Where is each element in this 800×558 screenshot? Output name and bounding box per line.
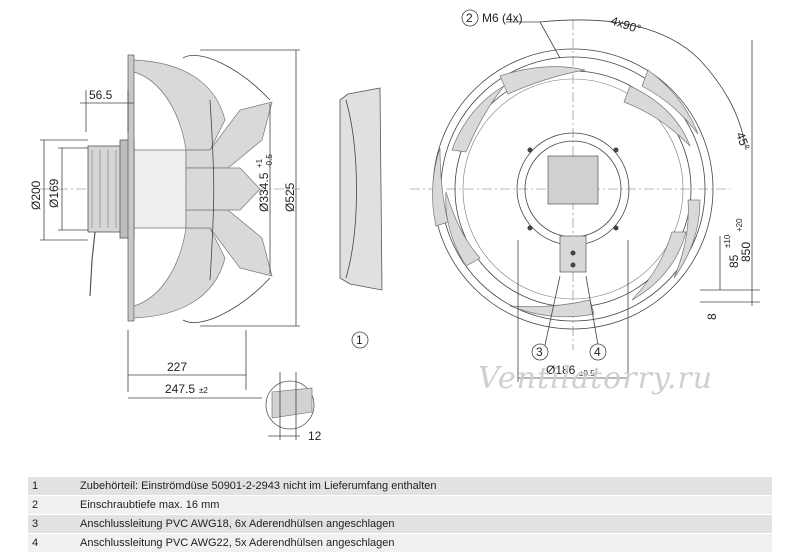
callout-circle-2 (461, 9, 479, 27)
dim-169: Ø169 (47, 178, 61, 208)
table-row: 2 Einschraubtiefe max. 16 mm (28, 495, 772, 515)
technical-drawing: 56.5 Ø200 Ø169 Ø334.5 +1 -0.5 Ø525 227 2… (29, 9, 760, 443)
dim-227: 227 (167, 360, 187, 374)
front-view: 2 M6 (4x) 4x90° 45° 850 +20 85 ±10 8 3 4… (410, 9, 760, 396)
notes-table: 1 Zubehörteil: Einströmdüse 50901-2-2943… (28, 477, 772, 553)
dim-186: Ø186 (546, 363, 576, 377)
dim-850: 850 (739, 242, 753, 262)
note-text: Zubehörteil: Einströmdüse 50901-2-2943 n… (76, 477, 772, 496)
callout-circle-3 (531, 343, 549, 361)
dim-334-5-tol-upper: +1 (255, 158, 264, 168)
note-text: Anschlussleitung PVC AWG22, 5x Aderendhü… (76, 533, 772, 553)
dim-56-5: 56.5 (89, 88, 113, 102)
dim-247-5: 247.5 (165, 382, 195, 396)
note-number: 3 (28, 514, 76, 534)
dim-186-tol: ±0.5 (579, 369, 595, 378)
table-row: 1 Zubehörteil: Einströmdüse 50901-2-2943… (28, 477, 772, 496)
note-number: 2 (28, 495, 76, 515)
callout-2: 2 (466, 11, 473, 25)
callout-circle-1 (351, 331, 369, 349)
table-row: 3 Anschlussleitung PVC AWG18, 6x Aderend… (28, 514, 772, 534)
inlet-ring (339, 87, 383, 291)
angle-45: 45° (733, 130, 752, 152)
dim-12: 12 (308, 429, 322, 443)
watermark: Ventilatorry.ru (478, 361, 713, 396)
dim-334-5: Ø334.5 (257, 172, 271, 212)
thread-label: M6 (4x) (482, 11, 523, 25)
note-number: 1 (28, 477, 76, 496)
dim-525: Ø525 (283, 182, 297, 212)
terminal-box (547, 155, 599, 205)
callout-4: 4 (594, 345, 601, 359)
callout-circle-4 (589, 343, 607, 361)
dim-85: 85 (727, 254, 741, 268)
table-row: 4 Anschlussleitung PVC AWG22, 5x Aderend… (28, 533, 772, 553)
dim-334-5-tol-lower: -0.5 (265, 154, 274, 168)
dim-8: 8 (705, 313, 719, 320)
dim-850-tol: +20 (735, 218, 744, 232)
callout-3: 3 (536, 345, 543, 359)
angle-4x90: 4x90° (609, 14, 643, 37)
note-text: Anschlussleitung PVC AWG18, 6x Aderendhü… (76, 514, 772, 534)
impeller-backplate (127, 54, 135, 322)
side-view: 56.5 Ø200 Ø169 Ø334.5 +1 -0.5 Ø525 227 2… (29, 49, 383, 443)
motor-hub (133, 149, 187, 229)
cable (89, 231, 96, 297)
note-text: Einschraubtiefe max. 16 mm (76, 495, 772, 515)
dim-247-5-tol: ±2 (199, 386, 208, 395)
dim-200: Ø200 (29, 180, 43, 210)
callout-1: 1 (356, 333, 363, 347)
dim-85-tol: ±10 (723, 234, 732, 248)
note-number: 4 (28, 533, 76, 553)
